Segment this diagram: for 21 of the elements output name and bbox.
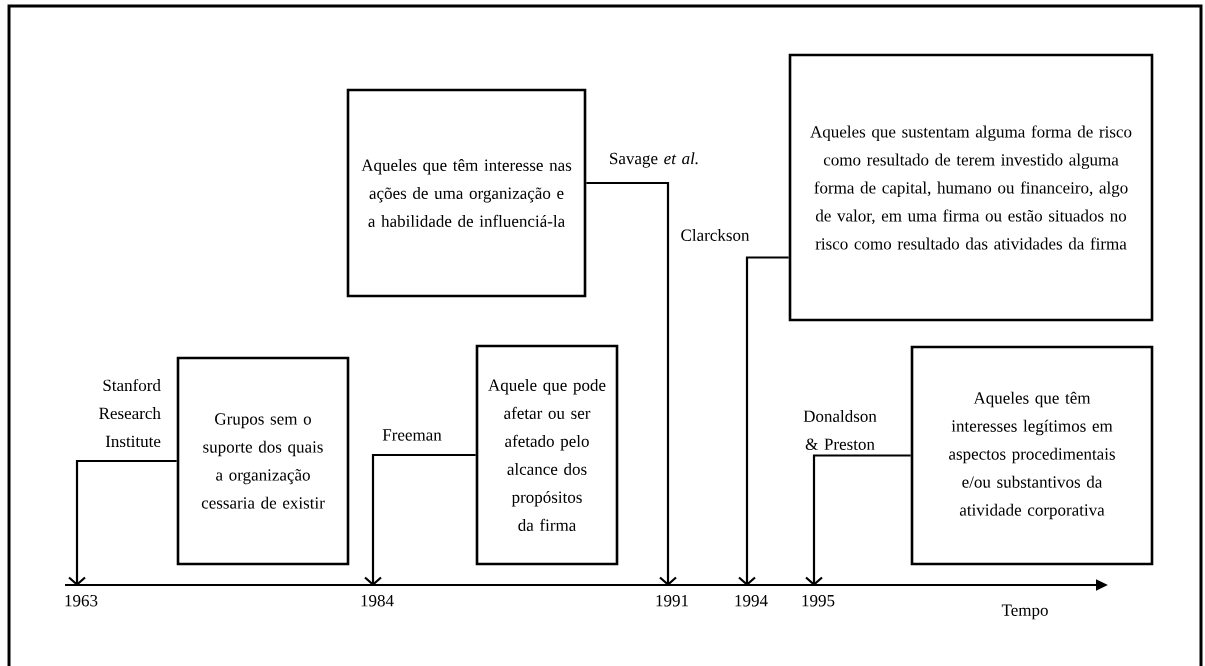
- arrow: [738, 256, 789, 586]
- definition-box: Aqueles que sustentam alguma forma de risco como resultado de terem investido alguma forma de capital, humano ou financeiro, algo de valor, em uma firma ou estão situados no risco como resultado das atividades da firma: [788, 53, 1154, 322]
- definition-box: Aqueles que têm interesse nas ações de uma organização e a habilidade de influenciá-la: [346, 88, 587, 298]
- author-label: Savage et al.: [610, 152, 698, 168]
- year-label: 1995: [802, 595, 835, 607]
- author-label: Clarckson: [681, 229, 750, 241]
- year-label: 1991: [656, 595, 688, 607]
- year-label: 1984: [361, 595, 394, 607]
- author-label: Freeman: [382, 429, 442, 441]
- arrow: [68, 459, 177, 586]
- year-label: 1994: [735, 595, 768, 607]
- definition-box: Aquele que pode afetar ou ser afetado pelo alcance dos propósitos da firma: [475, 344, 619, 566]
- axis-label: Tempo: [1001, 604, 1048, 620]
- arrow: [586, 181, 677, 586]
- arrow: [364, 453, 476, 586]
- definition-box: Grupos sem o suporte dos quais a organização cessaria de existir: [176, 356, 350, 566]
- author-label: Donaldson & Preston: [803, 410, 877, 450]
- definition-box: Aqueles que têm interesses legítimos em aspectos procedimentais e/ou substantivos da atividade corporativa: [910, 345, 1154, 566]
- author-label: Stanford Research Institute: [99, 378, 161, 448]
- arrow: [805, 454, 911, 586]
- year-label: 1963: [65, 595, 98, 607]
